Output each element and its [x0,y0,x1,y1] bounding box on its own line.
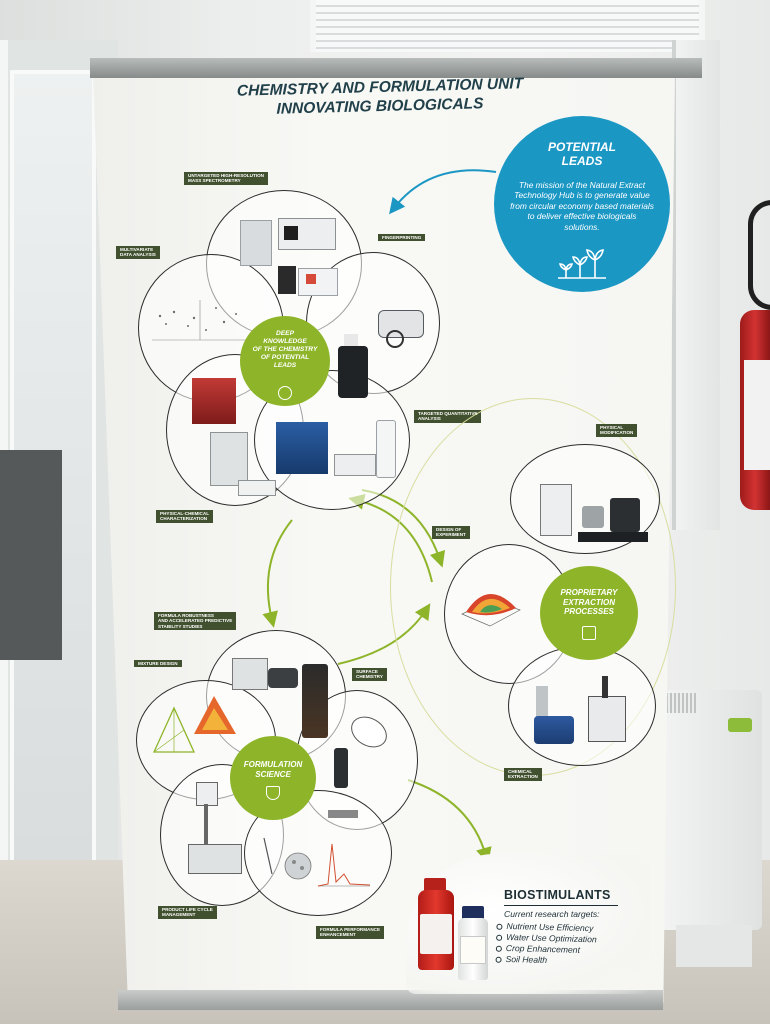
biostimulants-subtitle: Current research targets: [504,909,600,919]
banner-base [118,990,663,1010]
instrument-chemical [530,676,630,748]
surface-plot-graphic [458,574,524,634]
performance-graphic [258,834,374,896]
check-icon [496,923,503,930]
hub-deep-knowledge: DEEP KNOWLEDGE OF THE CHEMISTRY OF POTEN… [240,316,330,406]
label-fingerprinting: FINGERPRINTING [378,234,426,242]
potential-leads-title-line1: POTENTIAL [548,140,616,154]
potential-leads-title-line2: LEADS [561,154,603,168]
potential-leads-text: The mission of the Natural Extract Techn… [510,180,654,232]
potential-leads-circle: POTENTIAL LEADS The mission of the Natur… [494,116,670,292]
hub-deep-knowledge-line2: KNOWLEDGE [263,338,307,345]
hub-formulation-line1: FORMULATION [243,760,303,769]
seedling-icon [558,249,606,279]
instrument-physchem [190,378,286,498]
instrument-mass-spec [240,214,338,300]
instrument-robustness [232,656,336,740]
heater-base [676,925,752,967]
ternary-diagram-graphic [150,694,240,756]
label-physical-mod: PHYSICAL MODIFICATION [596,424,638,437]
label-robustness: FORMULA ROBUSTNESS AND ACCELERATED PREDI… [154,612,237,631]
hub-deep-knowledge-line1: DEEP [276,330,294,337]
hub-deep-knowledge-line3: OF THE CHEMISTRY [252,346,318,353]
extinguisher-hose [748,200,770,310]
label-chemical: CHEMICAL EXTRACTION [504,768,542,781]
heater-logo [728,718,752,732]
instrument-targeted [276,418,398,480]
magnifier-icon [278,386,292,400]
hub-extraction-line2: EXTRACTION [563,597,615,607]
check-icon [495,945,502,952]
microscope-icon [582,626,596,640]
label-mixture: MIXTURE DESIGN [134,660,182,668]
hub-formulation: FORMULATION SCIENCE [230,736,316,820]
label-surface: SURFACE CHEMISTRY [352,668,387,681]
red-bottle-label [420,914,452,954]
hub-extraction: PROPRIETARY EXTRACTION PROCESSES [540,566,638,660]
label-doe: DESIGN OF EXPERIMENT [432,526,470,539]
biostimulants-title: BIOSTIMULANTS [504,888,611,902]
instrument-lifecycle [186,782,246,878]
hub-extraction-line3: PROCESSES [564,607,614,616]
check-icon [496,934,503,941]
biostimulants-divider [504,905,618,907]
check-icon [495,956,502,963]
hub-formulation-line2: SCIENCE [255,769,291,779]
instrument-physical-mod [538,476,650,552]
instrument-fingerprinting [338,304,430,400]
hub-extraction-line1: PROPRIETARY [560,588,618,597]
heater-vent [662,693,696,713]
flask-icon [266,786,280,800]
window-frame [672,40,720,530]
instrument-surface [326,710,393,828]
red-bottle-cap [424,878,446,892]
hub-deep-knowledge-line5: LEADS [273,362,297,369]
banner-top-bar [90,58,702,78]
hub-deep-knowledge-line4: OF POTENTIAL [260,354,310,361]
extinguisher-label [744,360,770,470]
white-bottle-cap [462,906,484,920]
label-performance: FORMULA PERFORMANCE ENHANCEMENT [316,926,385,939]
white-bottle-label [460,936,486,964]
label-multivariate: MULTIVARIATE DATA ANALYSIS [116,246,160,259]
dark-panel [0,450,62,660]
scatter-plot-graphic [150,296,250,346]
target-label: Soil Health [505,953,548,966]
ring-chemical [508,646,656,766]
label-mass-spec: UNTARGETED HIGH-RESOLUTION MASS SPECTROM… [184,172,268,185]
window-blinds [310,0,705,52]
potential-leads-title: POTENTIAL LEADS [494,140,670,168]
biostimulants-targets: Nutrient Use Efficiency Water Use Optimi… [495,921,597,968]
label-physchem: PHYSICAL-CHEMICAL CHARACTERIZATION [156,510,213,523]
label-lifecycle: PRODUCT LIFE CYCLE MANAGEMENT [158,906,217,919]
